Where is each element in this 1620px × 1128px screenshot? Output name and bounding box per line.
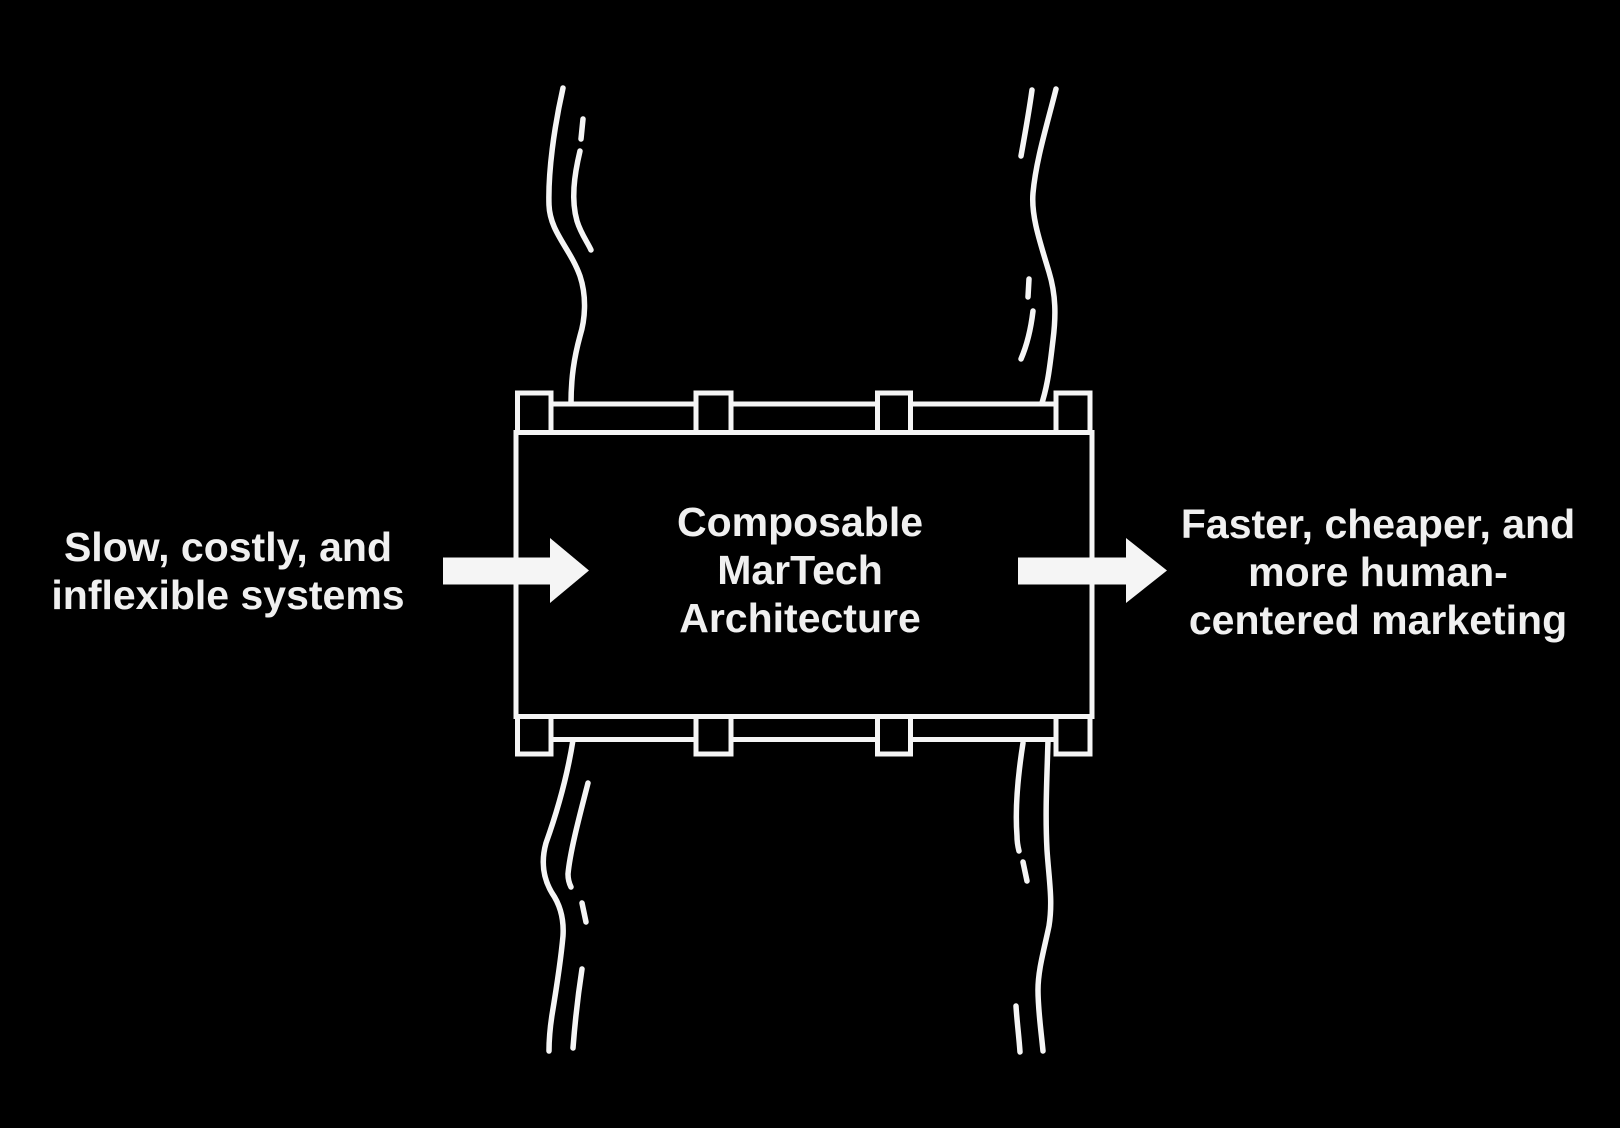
- bridge-bottom-rail: [728, 714, 880, 742]
- river-line-dash: [1018, 308, 1036, 362]
- river-line-dash: [570, 966, 585, 1051]
- right-label-line: Faster, cheaper, and: [1180, 501, 1576, 547]
- bridge-top-post: [515, 390, 554, 435]
- river-line-dash: [1013, 1003, 1023, 1055]
- bridge-top-post: [875, 390, 913, 435]
- river-line-dash: [578, 116, 586, 142]
- river-line: [1035, 737, 1054, 1054]
- bridge-label-line: Composable: [676, 499, 924, 545]
- arrow-right-icon: [443, 538, 589, 603]
- river-line: [546, 85, 588, 407]
- right-label-line: centered marketing: [1188, 597, 1568, 643]
- bridge-label-line: MarTech: [717, 547, 883, 593]
- left-label-line: inflexible systems: [51, 572, 405, 618]
- river-line-dash: [1020, 859, 1030, 884]
- bridge-bottom-post: [515, 714, 554, 757]
- river-line-dash: [571, 148, 594, 253]
- river-line-dash: [1025, 276, 1032, 300]
- river-line-dash: [1018, 87, 1035, 159]
- river-line: [1029, 86, 1059, 409]
- bridge-icon: [513, 390, 1095, 757]
- river-line-dash: [565, 780, 591, 890]
- arrow-right-icon: [1018, 538, 1167, 603]
- bridge-bottom-rail: [908, 714, 1059, 742]
- bridge-top-post: [693, 390, 734, 435]
- bridge-label: Composable MarTech Architecture: [677, 498, 923, 642]
- river-line: [540, 737, 576, 1054]
- river-lines-bottom-right: [1013, 737, 1054, 1055]
- river-line-dash: [1013, 740, 1026, 854]
- right-label: Faster, cheaper, and more human- centere…: [1181, 500, 1575, 644]
- left-label-line: Slow, costly, and: [63, 524, 393, 570]
- river-line-dash: [579, 900, 589, 925]
- bridge-deck: [513, 430, 1095, 719]
- bridge-bottom-post: [875, 714, 913, 757]
- bridge-top-rail: [548, 401, 699, 435]
- right-label-line: more human-: [1248, 549, 1508, 595]
- left-label: Slow, costly, and inflexible systems: [51, 523, 404, 619]
- bridge-top-rail: [728, 401, 880, 435]
- bridge-bottom-post: [693, 714, 734, 757]
- river-lines-top-right: [1018, 86, 1059, 409]
- bridge-top-rail: [908, 401, 1059, 435]
- river-lines-bottom-left: [540, 737, 591, 1054]
- bridge-label-line: Architecture: [679, 595, 921, 641]
- river-lines-top-left: [546, 85, 594, 407]
- bridge-top-post: [1053, 390, 1093, 435]
- bridge-bottom-post: [1053, 714, 1093, 757]
- bridge-bottom-rail: [548, 714, 699, 742]
